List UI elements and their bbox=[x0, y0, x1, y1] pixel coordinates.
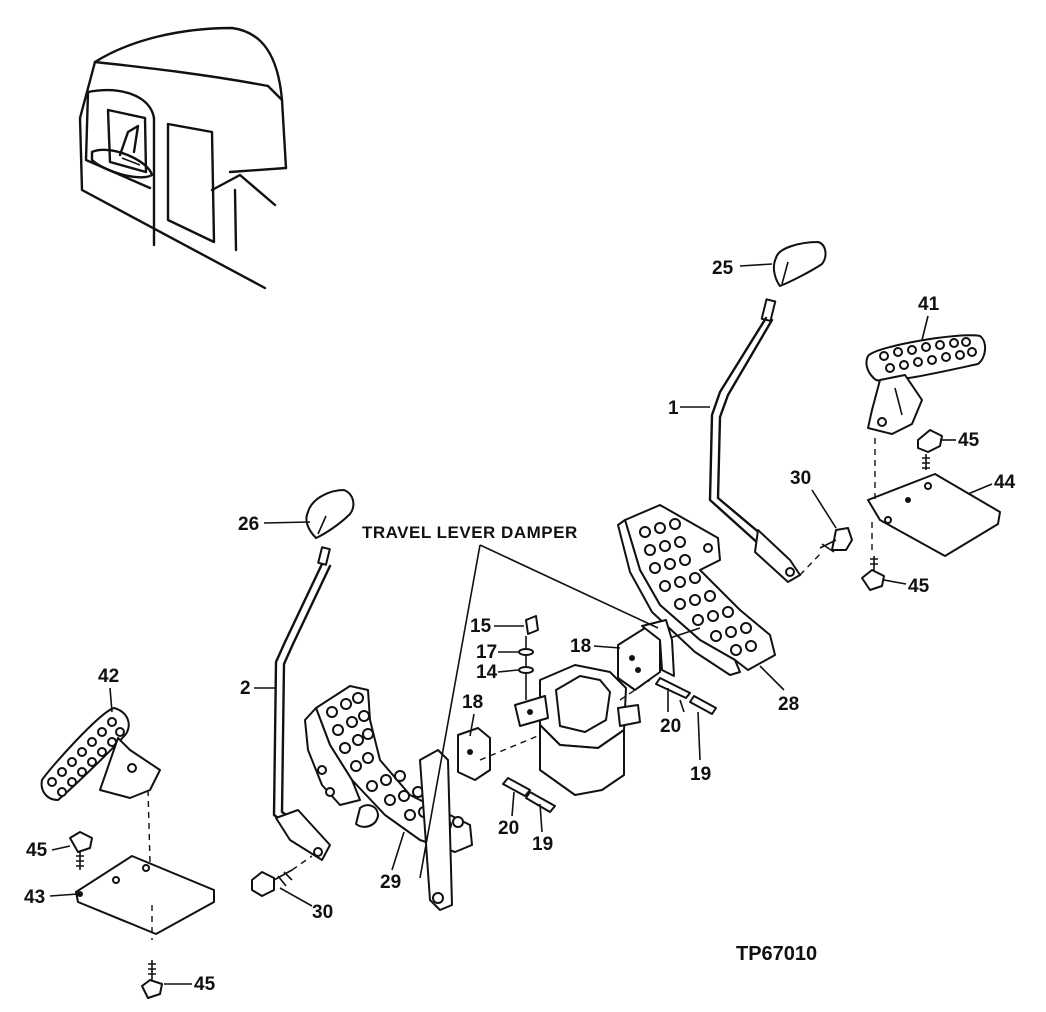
diagram-title: TRAVEL LEVER DAMPER bbox=[362, 523, 578, 542]
title-leader-right bbox=[479, 544, 659, 629]
callout-17: 17 bbox=[476, 642, 497, 663]
callout-18-right: 18 bbox=[570, 636, 591, 657]
callout-26: 26 bbox=[238, 514, 259, 535]
callout-labels: 25 41 1 45 30 44 26 45 15 18 17 14 2 42 … bbox=[24, 258, 1016, 995]
right-pedal-bracket-41 bbox=[861, 334, 1001, 591]
callout-45-right-bottom: 45 bbox=[908, 576, 930, 597]
callout-25: 25 bbox=[712, 258, 734, 279]
right-travel-lever bbox=[708, 241, 827, 583]
pedal-41-holes bbox=[879, 337, 977, 373]
bolt-30-left bbox=[251, 855, 313, 897]
left-travel-lever bbox=[272, 489, 355, 861]
callout-43: 43 bbox=[24, 887, 45, 908]
left-pedal-bracket-42 bbox=[40, 707, 215, 999]
callout-19-left: 19 bbox=[532, 834, 553, 855]
left-pedal-tread-holes bbox=[326, 692, 464, 834]
callout-20-left: 20 bbox=[498, 818, 519, 839]
callout-18-left: 18 bbox=[462, 692, 483, 713]
right-travel-pedal bbox=[617, 504, 776, 676]
bolt-30-right bbox=[799, 527, 853, 576]
callout-1: 1 bbox=[668, 398, 679, 419]
cab-inset-illustration bbox=[78, 26, 288, 290]
callout-20-right: 20 bbox=[660, 716, 681, 737]
callout-42: 42 bbox=[98, 666, 119, 687]
callout-19-right: 19 bbox=[690, 764, 711, 785]
callout-30-left: 30 bbox=[312, 902, 333, 923]
callout-45-left-bottom: 45 bbox=[194, 974, 216, 995]
callout-29: 29 bbox=[380, 872, 401, 893]
callout-14: 14 bbox=[476, 662, 498, 683]
callout-15: 15 bbox=[470, 616, 492, 637]
title-leader-left bbox=[419, 544, 481, 879]
travel-lever-damper-assembly bbox=[419, 615, 717, 911]
callout-44: 44 bbox=[994, 472, 1016, 493]
callout-28: 28 bbox=[778, 694, 799, 715]
callout-30-right: 30 bbox=[790, 468, 811, 489]
right-pedal-tread-holes bbox=[639, 518, 757, 656]
callout-41: 41 bbox=[918, 294, 940, 315]
figure-reference-code: TP67010 bbox=[736, 943, 817, 965]
callout-45-top-right: 45 bbox=[958, 430, 980, 451]
callout-45-left-top: 45 bbox=[26, 840, 48, 861]
callout-2: 2 bbox=[240, 678, 251, 699]
